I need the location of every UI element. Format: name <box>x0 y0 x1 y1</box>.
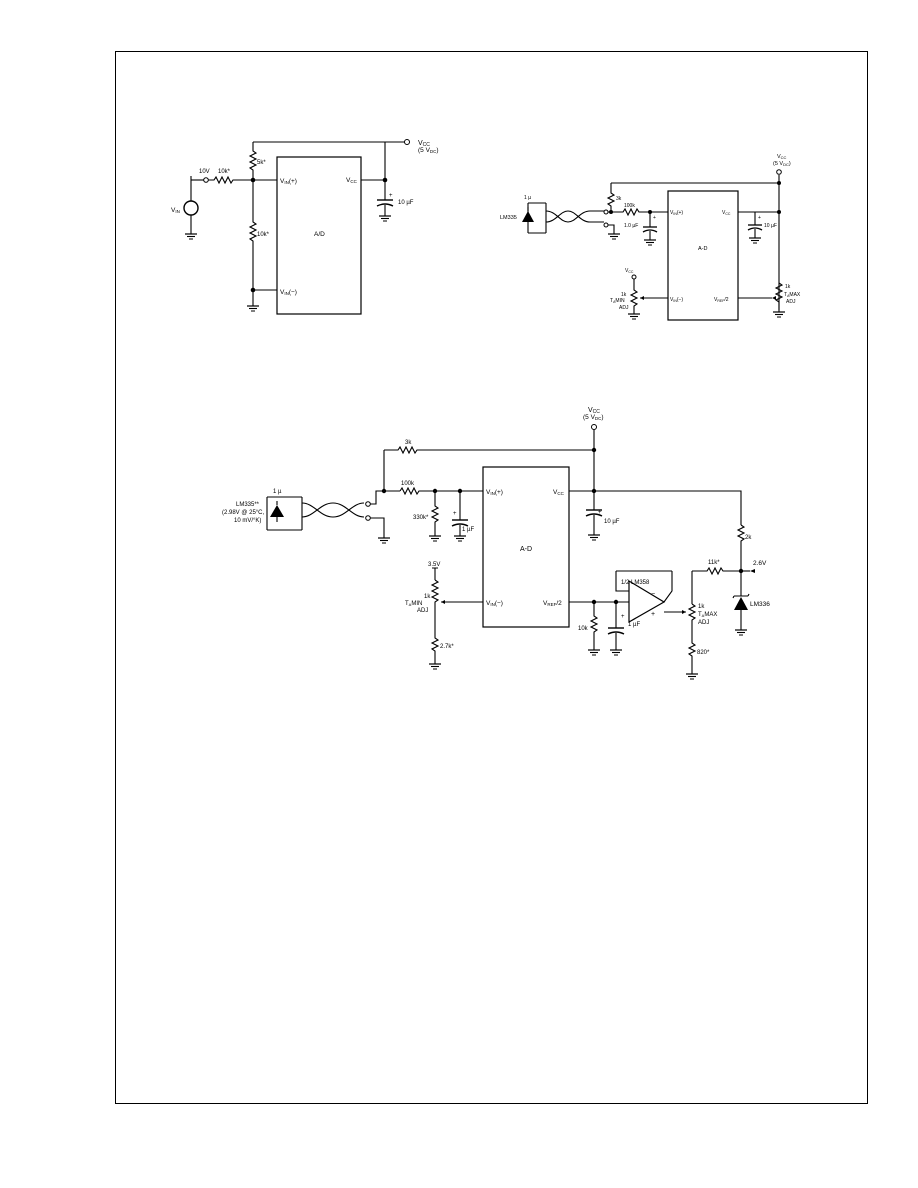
opamp-minus: − <box>651 591 655 598</box>
r-10k-label: 10k <box>578 626 589 632</box>
pin-vin-plus: VIN(+) <box>486 489 503 496</box>
ad-chip-2 <box>667 190 739 321</box>
cap-in-polarity: + <box>653 215 656 221</box>
ad-chip-3 <box>482 466 570 628</box>
opamp-plus: + <box>651 611 655 618</box>
r-10k-bottom-label: 10k* <box>257 232 270 238</box>
r-100k-label: 100k <box>401 481 415 487</box>
cap-in-label: 1 µF <box>462 527 474 533</box>
cap-vref-label: 1 µF <box>628 622 640 628</box>
vcc-terminal <box>591 424 597 430</box>
circuit-2-temperature: VCC (5 VDC) 3k 100k 1.0 µF 10 µF 1 µ LM3… <box>500 154 801 321</box>
r-2k-label: 2k <box>745 535 752 541</box>
vcc-value-label: (5 VDC) <box>773 161 791 167</box>
pin-vref: VREF/2 <box>543 600 562 607</box>
circuit-3-temperature-scaled: VCC (5 VDC) 3k 100k 330k* 1 µF 10 µF 1 µ… <box>222 407 770 680</box>
r-3k-label: 3k <box>405 440 412 446</box>
sensor-spec2: 10 mV/°K) <box>234 518 261 524</box>
cap-10uf-label: 10 µF <box>398 200 414 206</box>
vcc-pot-label: VCC <box>625 268 634 274</box>
pot-min-adj2: ADJ <box>417 608 428 614</box>
pin-vcc: VCC <box>722 210 731 216</box>
cap-vcc-label: 10 µF <box>764 223 777 229</box>
pin-vcc: VCC <box>346 177 358 184</box>
cap-polarity: + <box>389 193 393 199</box>
circuit-1-voltage-divider: VCC (5 VDC) 5k* 10k* 10k* 10V VIN VIN(+)… <box>171 139 439 315</box>
chip-label: A-D <box>520 546 532 553</box>
node-10v-label: 10V <box>199 169 210 175</box>
vcc-value-label: (5 VDC) <box>418 147 439 154</box>
vcc-label: VCC <box>418 140 430 148</box>
cap-vref-polarity: + <box>621 614 625 620</box>
sensor-part-label: LM335** <box>236 502 260 508</box>
sensor-part-label: LM335 <box>500 215 517 221</box>
vcc-terminal <box>404 139 410 145</box>
pin-vin-minus: VIN(−) <box>280 289 297 296</box>
opamp-label: 1/2 LM358 <box>621 580 650 586</box>
r-820-label: 820* <box>697 650 710 656</box>
pot-min-label: 1k <box>424 594 431 600</box>
opamp-icon <box>628 579 666 624</box>
pot-max-label: 1k <box>698 604 705 610</box>
cap-in-label: 1.0 µF <box>624 223 638 229</box>
sensor-spec1: (2.98V @ 25°C, <box>222 510 265 516</box>
page-frame <box>115 51 868 1104</box>
cap-vcc-polarity: + <box>758 215 761 221</box>
node-2-6v-label: 2.6V <box>753 560 767 567</box>
vcc-label: VCC <box>588 407 600 415</box>
pot-vref-adj: TAMAX <box>784 292 801 298</box>
r-10k-series-label: 10k* <box>218 169 231 175</box>
sensor-label: 1 µ <box>273 489 282 495</box>
pot-min-adj: TAMIN <box>405 601 422 607</box>
pot-vref-adj2: ADJ <box>786 299 796 305</box>
r-330k-label: 330k* <box>413 515 429 521</box>
r-3k-label: 3k <box>616 196 622 202</box>
pot-vref-label: 1k <box>785 284 791 290</box>
pin-vin-minus: VIN(−) <box>670 297 683 303</box>
chip-label: A/D <box>314 231 325 238</box>
pot-min-adj: TAMIN <box>610 298 625 304</box>
pot-max-adj: TAMAX <box>698 612 717 618</box>
cap-in-polarity: + <box>453 511 457 517</box>
node-3-5v-label: 3.5V <box>428 562 440 568</box>
pin-vin-plus: VIN(+) <box>670 210 683 216</box>
pot-min-label: 1k <box>621 292 627 298</box>
pot-min-adj2: ADJ <box>619 305 629 311</box>
cap-vcc-label: 10 µF <box>604 519 620 525</box>
r-11k-label: 11k* <box>708 560 720 566</box>
vin-label: VIN <box>171 207 180 214</box>
r-100k-label: 100k <box>624 203 635 209</box>
pin-vin-plus: VIN(+) <box>280 178 297 185</box>
cap-vcc-polarity: + <box>598 510 602 516</box>
pin-vin-minus: VIN(−) <box>486 600 503 607</box>
pin-vcc: VCC <box>553 489 565 496</box>
r-5k-label: 5k* <box>257 160 266 166</box>
vcc-value-label: (5 VDC) <box>583 414 604 421</box>
sensor-label: 1 µ <box>524 195 531 201</box>
ad-chip-1 <box>276 156 362 315</box>
vcc-label: VCC <box>777 154 787 160</box>
pin-vref: VREF/2 <box>714 297 729 303</box>
r-2-7k-label: 2.7k* <box>440 644 454 650</box>
pot-max-adj2: ADJ <box>698 620 709 626</box>
lm336-label: LM336 <box>750 601 770 608</box>
chip-label: A-D <box>698 246 708 252</box>
voltage-source-icon <box>183 200 199 216</box>
